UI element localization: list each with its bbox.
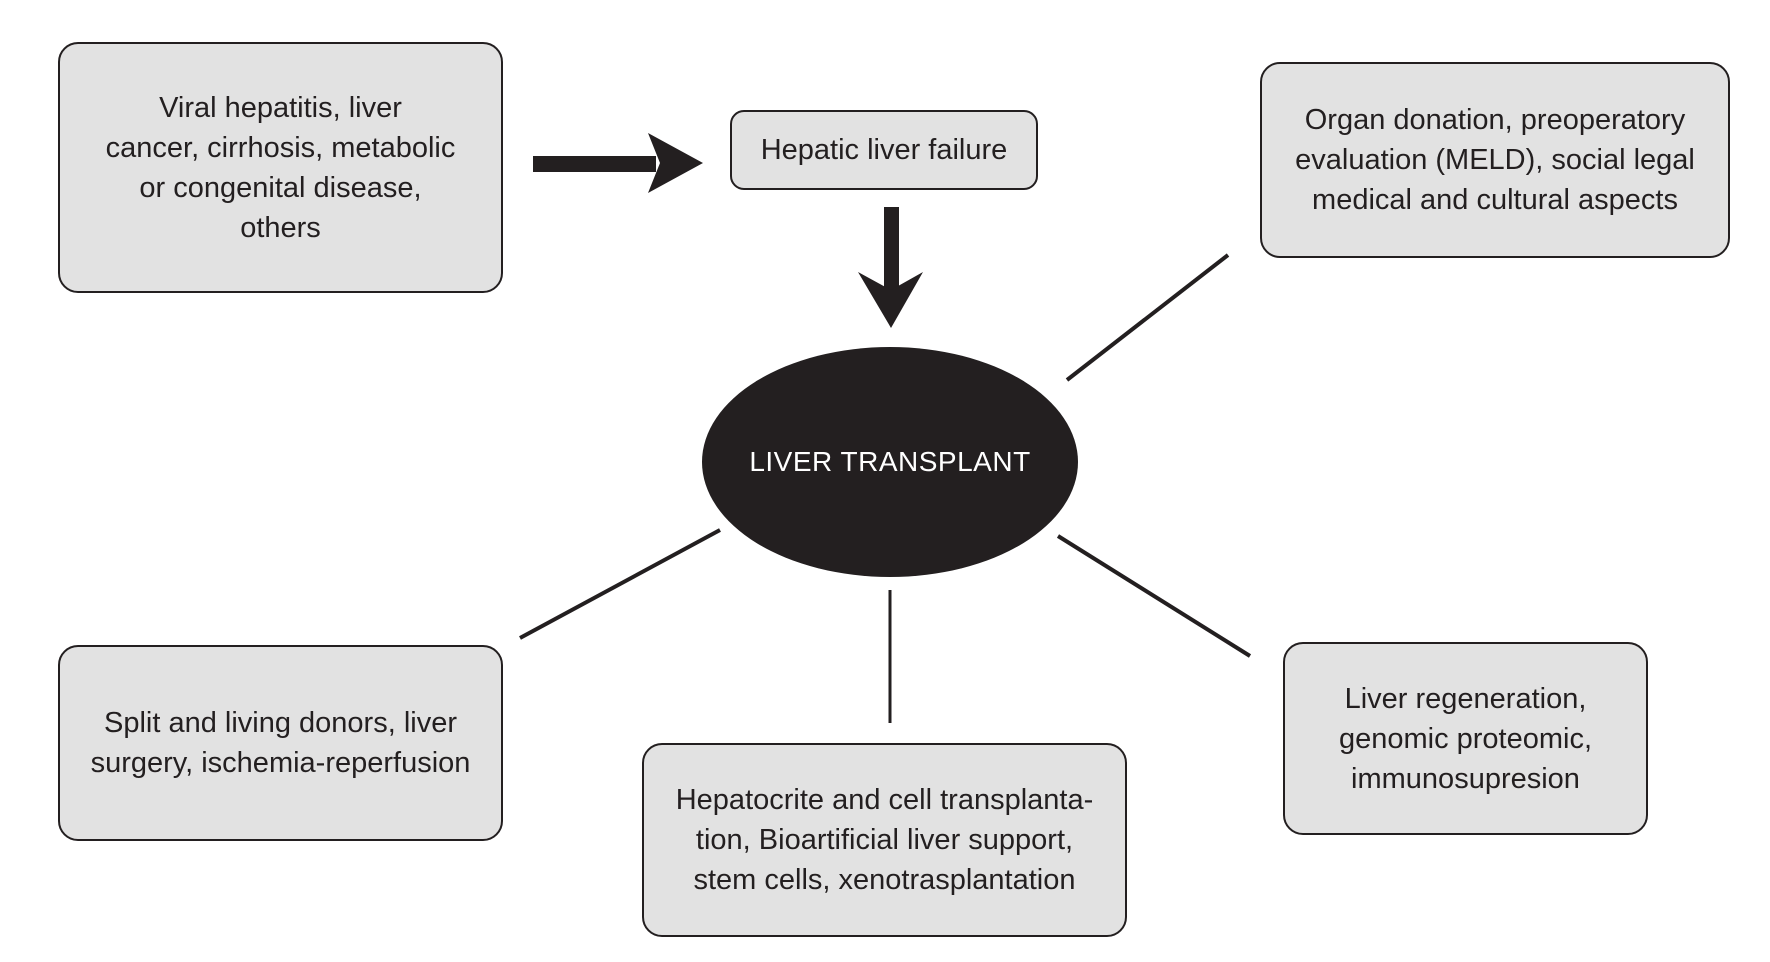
node-split-donors: Split and living donors, liver surgery, …	[58, 645, 503, 841]
node-split-donors-label: Split and living donors, liver surgery, …	[90, 707, 471, 779]
arrow-down	[858, 207, 923, 328]
node-regeneration-label: Liver regeneration, genomic proteomic, i…	[1338, 682, 1593, 795]
node-hepatocyte: Hepatocrite and cell transplanta- tion, …	[642, 743, 1127, 937]
node-hepatocyte-label: Hepatocrite and cell transplanta- tion, …	[675, 784, 1094, 896]
node-liver-transplant: LIVER TRANSPLANT	[702, 347, 1078, 577]
node-hepatic-failure-label: Hepatic liver failure	[760, 134, 1008, 166]
node-organ-donation-label: Organ donation, preoperatory evaluation …	[1295, 104, 1695, 216]
connector-transplant-split-donors	[519, 528, 721, 640]
arrow-right	[533, 133, 703, 193]
node-organ-donation: Organ donation, preoperatory evaluation …	[1260, 62, 1730, 258]
node-regeneration: Liver regeneration, genomic proteomic, i…	[1283, 642, 1648, 835]
node-causes-label: Viral hepatitis, liver cancer, cirrhosis…	[105, 91, 456, 244]
node-causes: Viral hepatitis, liver cancer, cirrhosis…	[58, 42, 503, 293]
connector-transplant-organ-donation	[1065, 253, 1230, 382]
connector-transplant-regeneration	[1056, 534, 1252, 658]
node-hepatic-failure: Hepatic liver failure	[730, 110, 1038, 190]
node-liver-transplant-label: LIVER TRANSPLANT	[749, 446, 1031, 477]
